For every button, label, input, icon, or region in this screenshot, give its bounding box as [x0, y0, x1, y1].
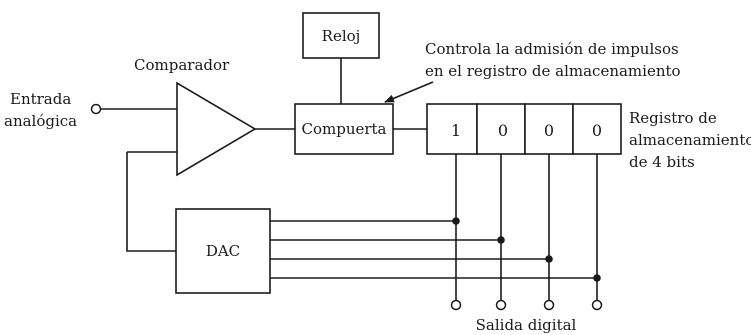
- feedback-wire: [126, 152, 176, 252]
- bus-junction-2: [497, 236, 505, 244]
- annotation-line2: en el registro de almacenamiento: [425, 62, 681, 80]
- gate-label: Compuerta: [301, 120, 386, 138]
- register-bit-3: 0: [544, 121, 554, 140]
- register-bit-4: 0: [592, 121, 602, 140]
- input-label-line1: Entrada: [10, 90, 71, 108]
- bus-junction-1: [452, 217, 460, 225]
- annotation-arrow: [384, 81, 434, 103]
- register-cell-4: [572, 103, 622, 155]
- gate-box: [294, 103, 394, 155]
- output-terminal-1: [450, 299, 462, 311]
- dac-label: DAC: [206, 242, 240, 260]
- comparator-triangle: [176, 81, 257, 177]
- output-label: Salida digital: [476, 316, 577, 334]
- output-terminal-4: [591, 299, 603, 311]
- register-cell-1: [426, 103, 478, 155]
- register-bit-1: 1: [451, 121, 461, 140]
- comparator-label: Comparador: [134, 56, 230, 74]
- analog-input-terminal: [90, 103, 102, 115]
- output-terminal-2: [495, 299, 507, 311]
- bus-junction-4: [593, 274, 601, 282]
- register-bit-2: 0: [498, 121, 508, 140]
- dac-box: [175, 208, 271, 294]
- bus-junction-3: [545, 255, 553, 263]
- register-label-line2: almacenamiento: [629, 131, 751, 149]
- input-label-line2: analógica: [4, 112, 77, 130]
- register-label-line3: de 4 bits: [629, 153, 695, 171]
- clock-box: [302, 12, 380, 59]
- output-terminal-3: [543, 299, 555, 311]
- annotation-line1: Controla la admisión de impulsos: [425, 40, 679, 58]
- clock-label: Reloj: [322, 27, 361, 45]
- register-label-line1: Registro de: [629, 109, 717, 127]
